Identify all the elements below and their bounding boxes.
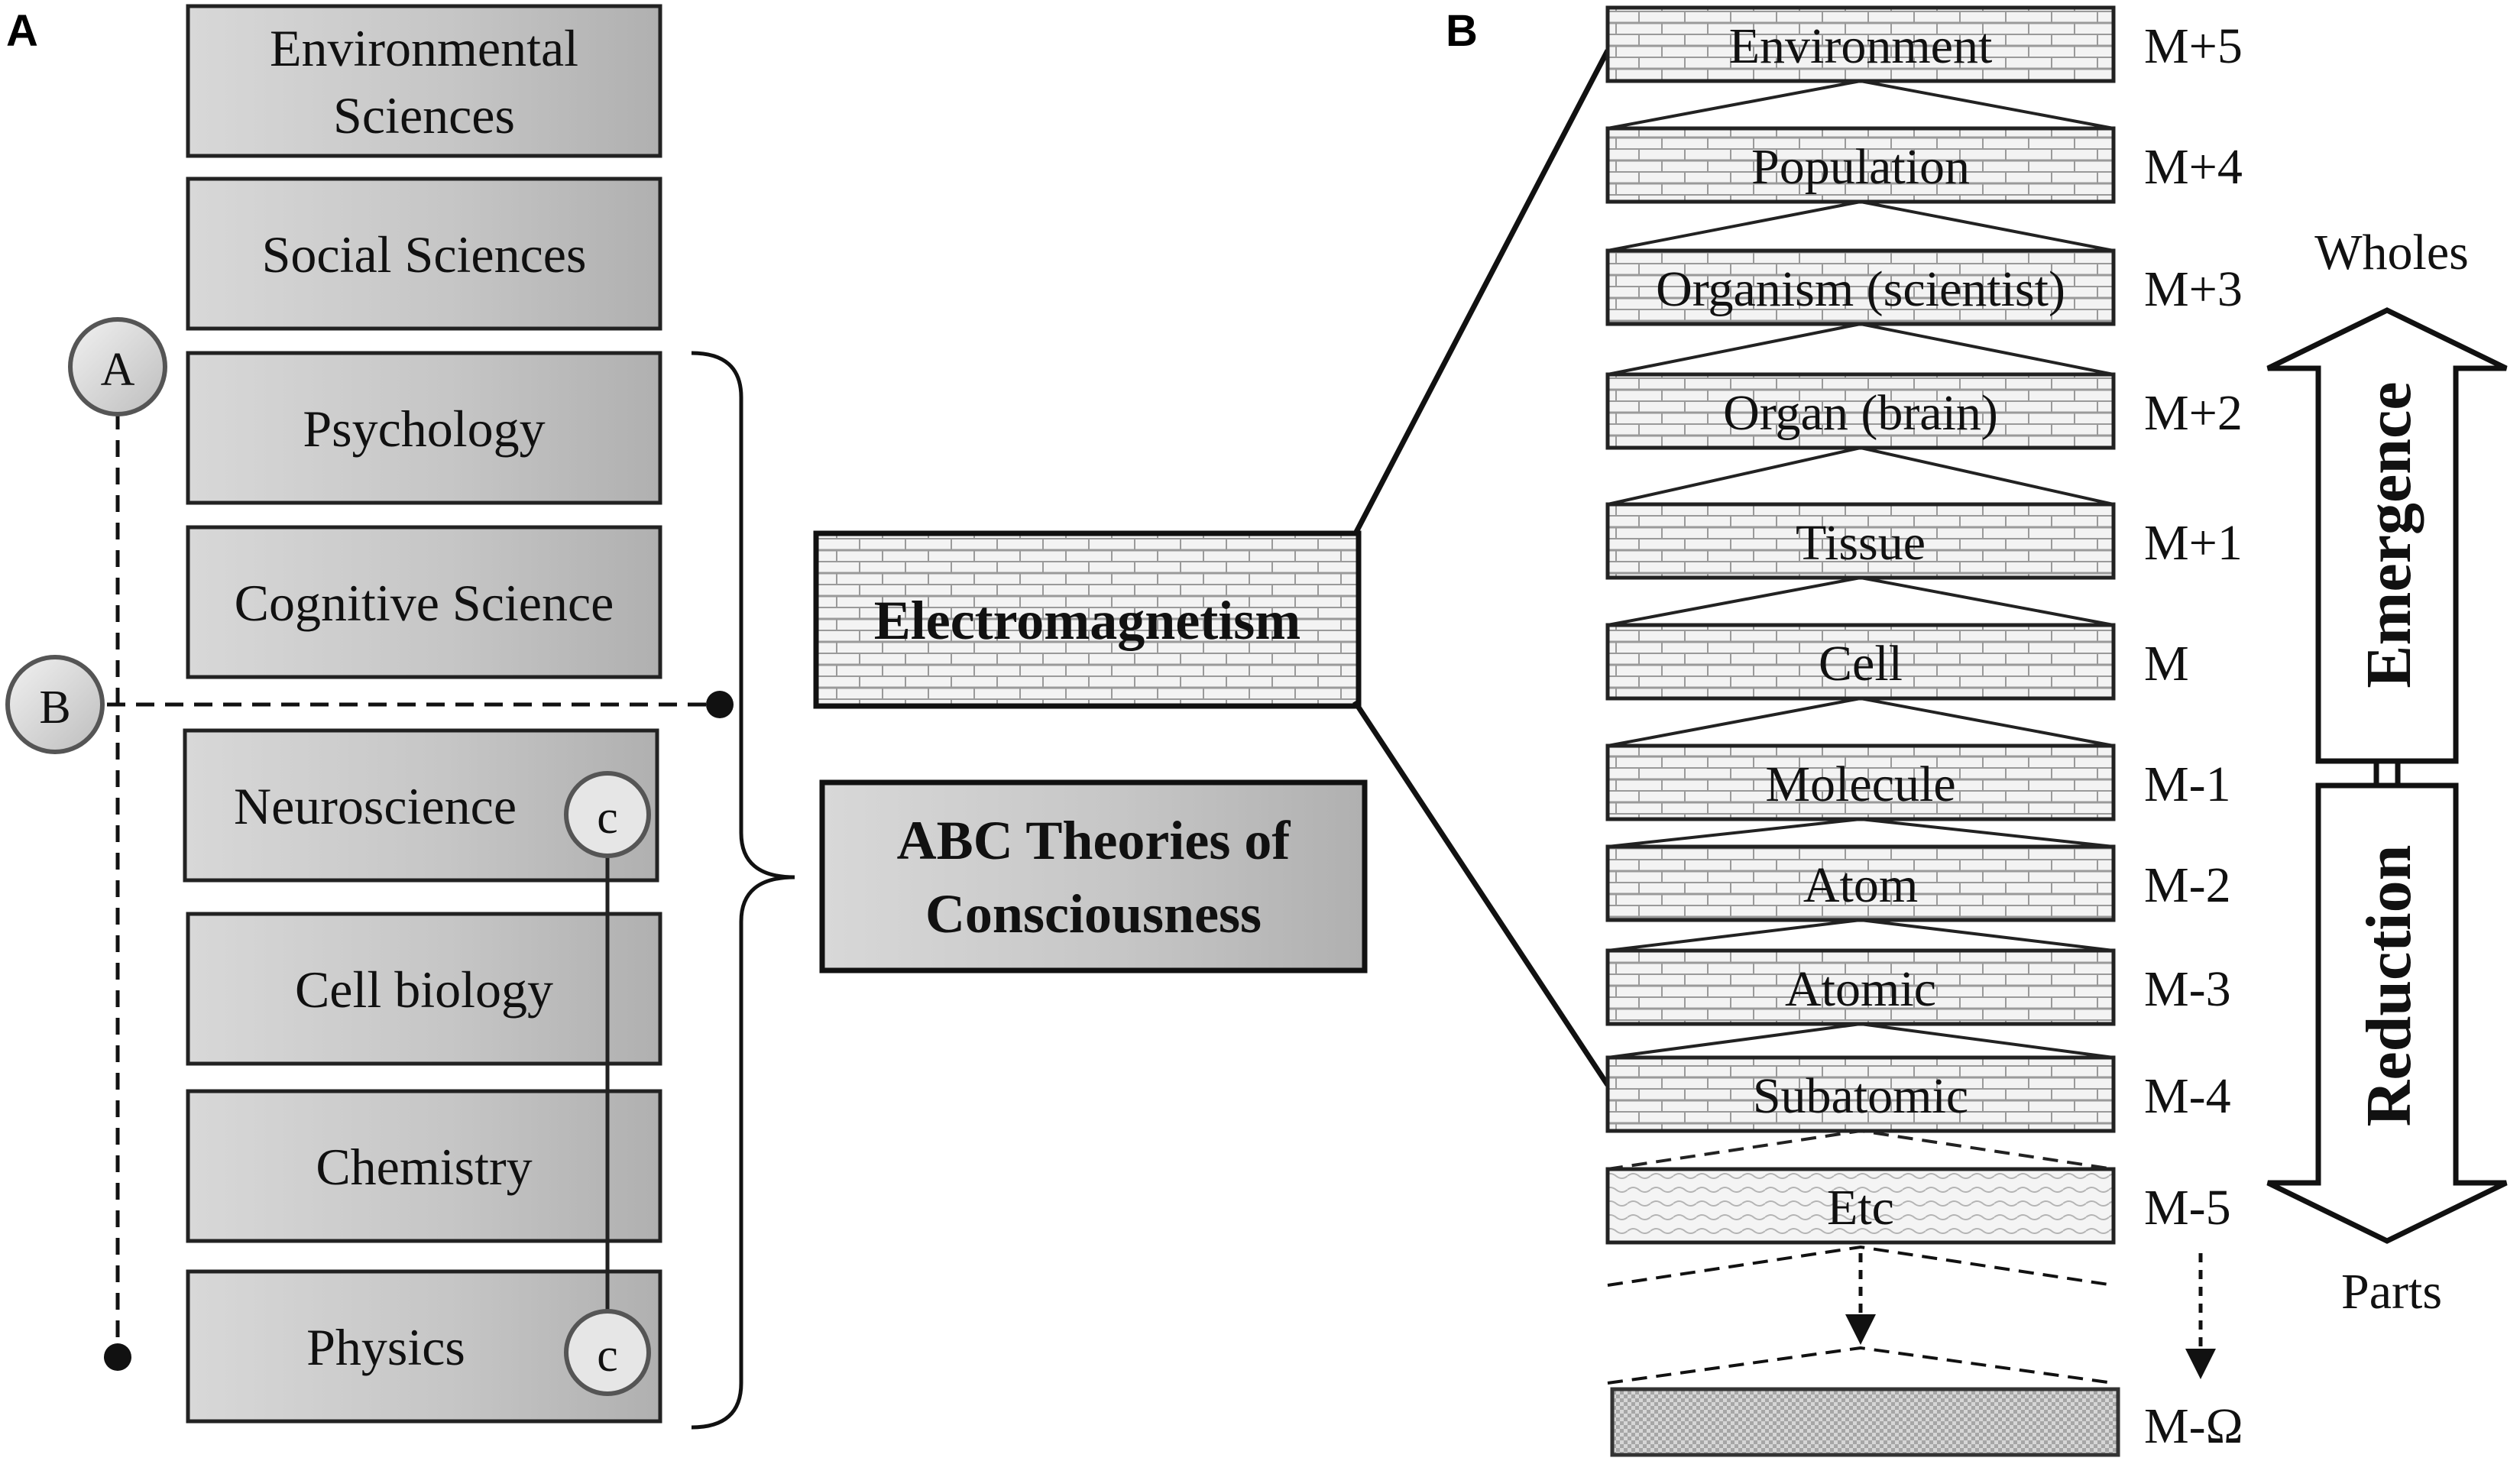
panel-label-b: B	[1446, 6, 1478, 56]
abc-theories-label-line2: Consciousness	[925, 883, 1262, 944]
discipline-label-physics: Physics	[306, 1318, 465, 1376]
level-name-cell: Cell	[1819, 636, 1903, 692]
level-label-population: M+4	[2144, 139, 2243, 195]
level-connector	[1607, 1129, 2114, 1171]
level-m-omega-label: M-Ω	[2144, 1398, 2243, 1454]
level-organism-scientist: Organism (scientist) M+3	[1605, 248, 2243, 326]
level-connector	[1607, 322, 2114, 376]
level-label-organism-scientist: M+3	[2144, 261, 2243, 317]
zoom-line-top	[1352, 49, 1611, 536]
level-molecule: Molecule M-1	[1605, 743, 2231, 821]
level-label-organ-brain: M+2	[2144, 385, 2243, 441]
grouping-brace	[691, 351, 795, 1430]
marker-b-label: B	[39, 682, 70, 734]
level-name-atom: Atom	[1803, 857, 1918, 913]
marker-c-top-label: c	[597, 792, 618, 844]
marker-c-bottom: c	[564, 1309, 651, 1396]
discipline-label-neuroscience: Neuroscience	[234, 777, 517, 835]
level-name-molecule: Molecule	[1765, 756, 1955, 812]
level-connector	[1607, 445, 2114, 506]
discipline-label-cell-biology: Cell biology	[295, 961, 553, 1019]
level-label-etc: M-5	[2144, 1180, 2231, 1236]
abc-theories-label-line1: ABC Theories of	[897, 810, 1291, 871]
level-connector	[1607, 918, 2114, 952]
electromagnetism-label: Electromagnetism	[874, 590, 1301, 651]
level-subatomic: Subatomic M-4	[1605, 1055, 2231, 1133]
marker-c-top: c	[564, 771, 651, 858]
level-connector	[1607, 817, 2114, 848]
level-label-environment: M+5	[2144, 18, 2243, 74]
level-name-organism-scientist: Organism (scientist)	[1656, 261, 2065, 317]
level-label-cell: M	[2144, 636, 2189, 692]
level-organ-brain: Organ (brain) M+2	[1605, 372, 2243, 450]
zoom-line-bottom	[1352, 700, 1610, 1087]
level-tissue: Tissue M+1	[1605, 502, 2243, 580]
level-atomic: Atomic M-3	[1605, 948, 2231, 1026]
level-connector	[1607, 199, 2114, 252]
continuation-dashed-bottom	[1607, 1346, 2114, 1385]
level-name-subatomic: Subatomic	[1753, 1068, 1968, 1124]
panel-label-a: A	[6, 6, 38, 56]
level-m-omega	[1610, 1387, 2120, 1457]
marker-a: A	[68, 317, 167, 416]
continuation-dashed-top	[1607, 1245, 2114, 1287]
electromagnetism-box: Electromagnetism	[813, 530, 1362, 709]
level-label-atom: M-2	[2144, 857, 2231, 913]
reduction-arrow: Reduction	[2266, 782, 2508, 1244]
level-atom: Atom M-2	[1605, 844, 2231, 922]
discipline-label-social-sciences: Social Sciences	[262, 225, 587, 283]
abc-theories-box: ABC Theories of Consciousness	[819, 779, 1368, 973]
emergence-label: Emergence	[2353, 381, 2424, 688]
level-environment: Environment M+5	[1605, 5, 2243, 83]
discipline-box-chemistry: Chemistry	[186, 1089, 662, 1243]
level-name-atomic: Atomic	[1785, 961, 1936, 1017]
marker-b: B	[5, 655, 105, 754]
level-label-subatomic: M-4	[2144, 1068, 2231, 1124]
discipline-box-social-sciences: Social Sciences	[186, 177, 662, 331]
discipline-box-cognitive-science: Cognitive Science	[186, 525, 662, 679]
level-connector	[1607, 575, 2114, 627]
discipline-label-environmental-sciences-line1: Environmental	[270, 19, 578, 77]
discipline-label-environmental-sciences-line2: Sciences	[333, 86, 515, 144]
discipline-label-chemistry: Chemistry	[316, 1138, 532, 1196]
discipline-label-psychology: Psychology	[303, 400, 545, 458]
level-label-tissue: M+1	[2144, 515, 2243, 571]
level-label-molecule: M-1	[2144, 756, 2231, 812]
level-name-tissue: Tissue	[1796, 515, 1926, 571]
level-name-organ-brain: Organ (brain)	[1723, 385, 1998, 441]
level-name-environment: Environment	[1729, 18, 1993, 74]
level-connector	[1607, 696, 2114, 747]
level-label-atomic: M-3	[2144, 961, 2231, 1017]
discipline-label-cognitive-science: Cognitive Science	[235, 574, 614, 632]
level-connector	[1607, 79, 2114, 130]
discipline-box-cell-biology: Cell biology	[186, 912, 662, 1066]
wholes-label: Wholes	[2314, 225, 2469, 280]
marker-b-endpoint	[706, 691, 734, 718]
discipline-box-psychology: Psychology	[186, 351, 662, 505]
marker-a-endpoint	[104, 1343, 131, 1371]
level-connector	[1607, 1022, 2114, 1059]
marker-c-bottom-label: c	[597, 1330, 618, 1382]
level-cell: Cell M	[1605, 623, 2189, 701]
discipline-box-neuroscience: Neuroscience	[183, 728, 659, 883]
level-etc: Etc M-5	[1605, 1167, 2231, 1245]
reduction-label: Reduction	[2353, 845, 2424, 1127]
level-name-etc: Etc	[1827, 1180, 1894, 1236]
emergence-arrow: Emergence	[2266, 307, 2508, 764]
level-name-population: Population	[1751, 139, 1970, 195]
parts-label: Parts	[2341, 1264, 2442, 1320]
marker-a-label: A	[101, 344, 135, 396]
level-population: Population M+4	[1605, 126, 2243, 204]
